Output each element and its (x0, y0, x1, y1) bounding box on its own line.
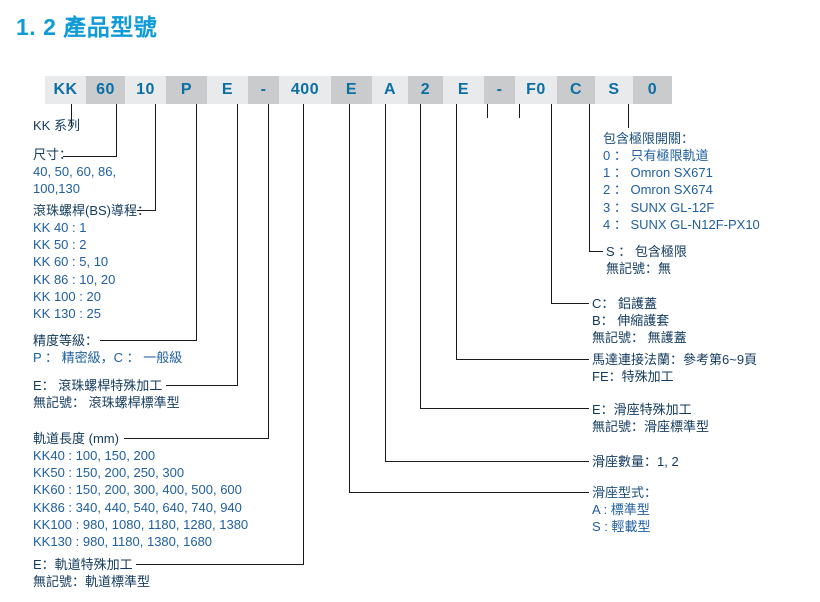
leader-h-accuracy (100, 340, 197, 341)
annotation-slider-count: 滑座數量：1, 2 (592, 454, 679, 469)
model-code-cell-11: E (443, 76, 484, 104)
annotation-size: 尺寸： 40, 50, 60, 86, 100,130 (33, 147, 117, 197)
annotation-cover: C： 鋁護蓋 B： 伸縮護套 無記號： 無護蓋 (592, 296, 687, 346)
model-code-cell-7: 400 (279, 76, 331, 104)
model-code-cell-1: KK (45, 76, 86, 104)
leader-v-f0 (519, 104, 520, 118)
annotation-limit-included: S ： 包含極限 無記號：無 (606, 244, 687, 277)
leader-h-lead (137, 210, 156, 211)
model-code-cell-5: E (207, 76, 248, 104)
leader-v-series (71, 104, 72, 126)
leader-v-limit-included (589, 104, 590, 251)
model-code-cell-14: C (557, 76, 595, 104)
annotation-accuracy-grade: 精度等級： P ： 精密級，C ： 一般級 (33, 333, 183, 366)
model-code-cell-16: 0 (633, 76, 672, 104)
leader-h-slider-type (349, 492, 589, 493)
leader-h-slider-machining (420, 408, 589, 409)
annotation-slider-machining: E：滑座特殊加工 無記號：滑座標準型 (592, 402, 710, 435)
leader-v-dash2 (487, 104, 488, 118)
model-code-cell-4: P (166, 76, 207, 104)
annotation-motor-flange: 馬達連接法蘭：參考第6~9頁 FE：特殊加工 (592, 352, 758, 385)
annotation-rail-machining: E：軌道特殊加工 無記號：軌道標準型 (33, 557, 151, 590)
annotation-rail-length: 軌道長度 (mm) KK40 : 100, 150, 200 KK50 : 15… (33, 431, 249, 549)
leader-v-accuracy (196, 104, 197, 340)
model-code-cell-8: E (331, 76, 372, 104)
leader-h-rail-machining (136, 564, 304, 565)
leader-h-limit-included (589, 251, 603, 252)
leader-v-cover (551, 104, 552, 303)
model-code-cell-3: 10 (125, 76, 166, 104)
model-code-cell-13: F0 (515, 76, 557, 104)
model-code-cell-15: S (595, 76, 633, 104)
model-code-cell-12: - (484, 76, 515, 104)
leader-v-rail-machining (303, 104, 304, 564)
annotation-ball-screw-lead: 滾珠螺桿(BS)導程： KK 40 : 1 KK 50 : 2 KK 60 : … (33, 203, 151, 321)
leader-h-bs-machining (166, 385, 238, 386)
model-code-cell-2: 60 (86, 76, 125, 104)
leader-v-limit-switch (628, 104, 629, 128)
leader-h-motor-flange (456, 359, 589, 360)
model-code-cell-10: 2 (408, 76, 443, 104)
leader-h-size (63, 156, 117, 157)
leader-h-slider-count (385, 461, 589, 462)
annotation-limit-switch: 包含極限開關： 0 ： 只有極限軌道 1 ： Omron SX671 2 ： O… (603, 131, 760, 232)
annotation-ball-screw-machining: E： 滾珠螺桿特殊加工 無記號： 滾珠螺桿標準型 (33, 378, 180, 411)
page-title: 1. 2 產品型號 (16, 14, 158, 40)
model-code-cell-9: A (372, 76, 408, 104)
leader-v-rail-length (268, 104, 269, 438)
leader-v-bs-machining (237, 104, 238, 385)
annotation-series: KK 系列 (33, 118, 80, 133)
leader-v-size (116, 104, 117, 156)
leader-v-slider-type (349, 104, 350, 492)
annotation-slider-type: 滑座型式： A : 標準型 S : 輕載型 (592, 485, 658, 535)
leader-v-slider-count (385, 104, 386, 461)
leader-v-lead (155, 104, 156, 210)
leader-v-motor-flange (456, 104, 457, 359)
leader-h-cover (551, 303, 589, 304)
leader-v-slider-machining (420, 104, 421, 408)
model-code-cell-6: - (248, 76, 279, 104)
leader-h-rail-length (124, 438, 269, 439)
